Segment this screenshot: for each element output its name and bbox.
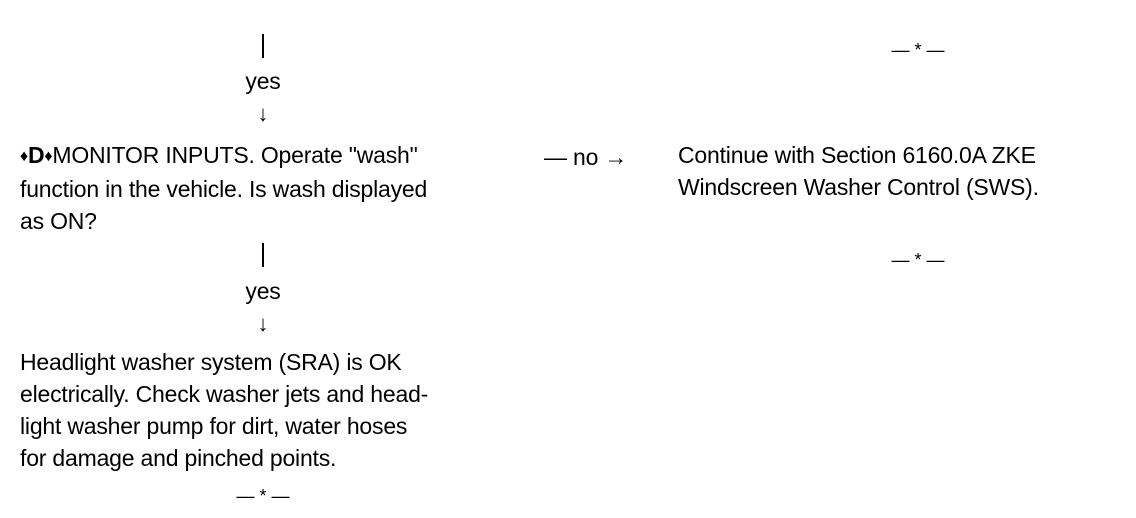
result-block: Headlight washer system (SRA) is OK elec… bbox=[20, 346, 428, 474]
no-branch-label: — no → bbox=[544, 144, 628, 170]
step-d-text-1: MONITOR INPUTS. Operate "wash" bbox=[52, 142, 418, 168]
yes-label-top: yes bbox=[245, 68, 281, 94]
step-d-line-3: as ON? bbox=[20, 208, 97, 234]
result-line-4: for damage and pinched points. bbox=[20, 445, 337, 471]
no-branch-line-1: Continue with Section 6160.0A ZKE bbox=[678, 142, 1036, 168]
down-arrow-icon-middle: ↓ bbox=[257, 311, 269, 336]
end-marker-top-right: — * — bbox=[891, 40, 945, 60]
step-d-block: ♦D♦MONITOR INPUTS. Operate "wash" functi… bbox=[20, 139, 427, 237]
end-marker-right-middle: — * — bbox=[891, 250, 945, 270]
result-line-3: light washer pump for dirt, water hoses bbox=[20, 413, 408, 439]
step-letter: D bbox=[27, 142, 45, 168]
down-arrow-icon-top: ↓ bbox=[257, 101, 269, 126]
step-d-line-2: function in the vehicle. Is wash display… bbox=[20, 176, 428, 202]
step-d-line-1: ♦D♦MONITOR INPUTS. Operate "wash" bbox=[20, 139, 427, 173]
result-line-2: electrically. Check washer jets and head… bbox=[20, 381, 429, 407]
connector-line-top bbox=[262, 34, 264, 58]
diamond-icon-left: ♦ bbox=[20, 148, 28, 165]
diamond-icon-right: ♦ bbox=[44, 148, 53, 165]
no-branch-block: Continue with Section 6160.0A ZKE Windsc… bbox=[678, 139, 1039, 203]
yes-label-middle: yes bbox=[245, 278, 281, 304]
connector-line-middle bbox=[262, 243, 264, 267]
end-marker-bottom: — * — bbox=[236, 486, 290, 506]
no-branch-line-2: Windscreen Washer Control (SWS). bbox=[678, 174, 1039, 200]
result-line-1: Headlight washer system (SRA) is OK bbox=[20, 349, 402, 375]
